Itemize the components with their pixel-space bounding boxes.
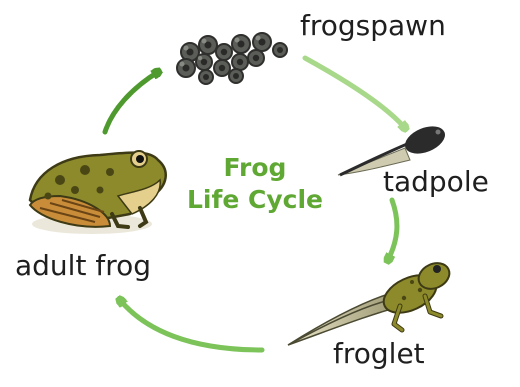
arrow-frogspawn-to-tadpole [305, 58, 405, 128]
adult-frog-icon [30, 151, 166, 234]
frogspawn-icon [177, 33, 287, 84]
stage-label-adult-frog: adult frog [15, 252, 151, 280]
froglet-icon [288, 258, 454, 345]
stage-label-frogspawn: frogspawn [300, 12, 446, 40]
diagram-title-line1: Frog [165, 152, 345, 184]
diagram-title-line2: Life Cycle [165, 184, 345, 216]
arrow-froglet-to-adult-frog [120, 300, 262, 350]
diagram-title: Frog Life Cycle [165, 152, 345, 216]
arrow-adult-frog-to-frogspawn [105, 72, 158, 132]
arrow-tadpole-to-froglet [388, 200, 397, 260]
stage-label-tadpole: tadpole [383, 168, 489, 196]
stage-label-froglet: froglet [333, 340, 425, 368]
